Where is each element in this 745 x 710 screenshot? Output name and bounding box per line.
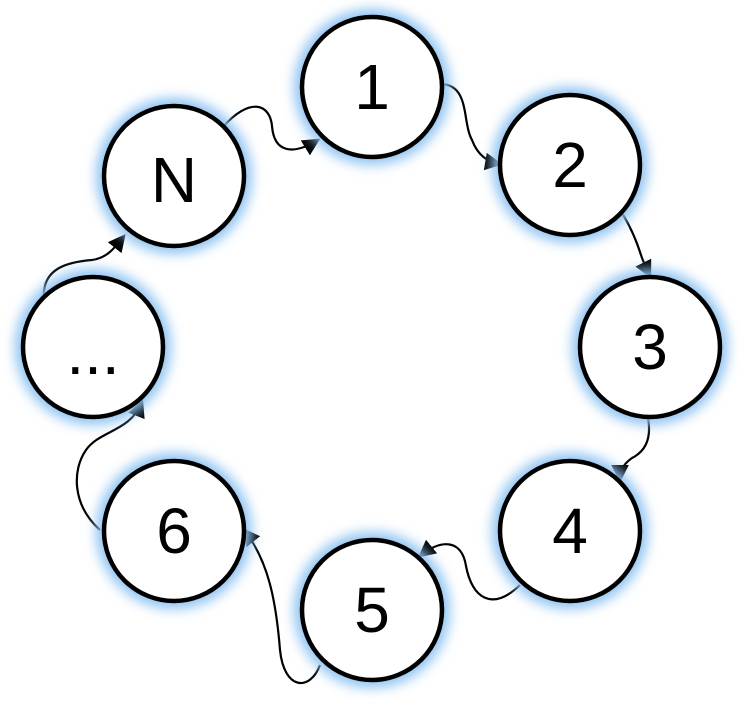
node-ellipsis-label: ...: [66, 316, 119, 388]
edge-N-to-1: [221, 105, 321, 156]
node-N-label: N: [151, 144, 197, 216]
node-ellipsis: ...: [15, 269, 171, 425]
edge-5-to-6: [242, 527, 322, 685]
edge-6-to-ellipsis: [75, 399, 145, 531]
nodes: 1 2 3 4 5: [15, 9, 728, 688]
node-1-label: 1: [354, 51, 390, 123]
node-4: 4: [492, 453, 648, 609]
edge-3-to-4: [611, 417, 651, 483]
node-4-label: 4: [552, 495, 588, 567]
node-N: N: [96, 98, 252, 254]
node-3-label: 3: [632, 311, 668, 383]
node-5: 5: [294, 532, 450, 688]
edge-ellipsis-to-N: [42, 233, 126, 299]
edge-1-to-2: [441, 82, 503, 171]
node-6: 6: [96, 453, 252, 609]
node-3: 3: [572, 269, 728, 425]
node-6-label: 6: [156, 495, 192, 567]
node-2: 2: [492, 87, 648, 243]
node-5-label: 5: [354, 574, 390, 646]
node-1: 1: [294, 9, 450, 165]
node-2-label: 2: [552, 129, 588, 201]
edge-4-to-5: [417, 539, 521, 601]
connectors: [42, 82, 652, 685]
